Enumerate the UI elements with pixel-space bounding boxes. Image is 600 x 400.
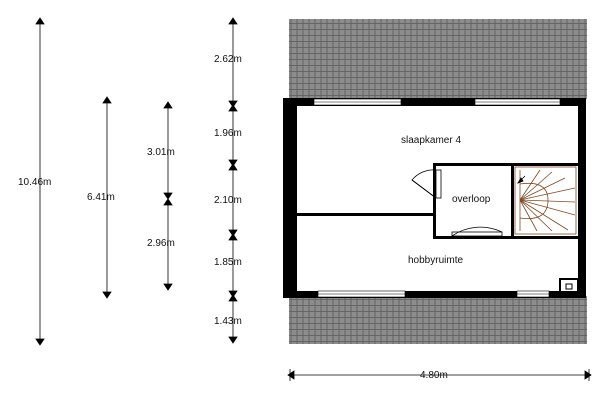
dim-slaapkamer-depth: 3.01m <box>147 147 175 158</box>
dim-roof-bottom: 1.43m <box>214 316 242 327</box>
room-label-slaapkamer: slaapkamer 4 <box>401 135 461 146</box>
room-label-hobbyruimte: hobbyruimte <box>408 255 463 266</box>
roof-top <box>289 19 587 99</box>
dim-inner-depth: 6.41m <box>87 192 115 203</box>
door-swing-icon <box>411 169 442 199</box>
dim-seg-2: 2.10m <box>214 195 242 206</box>
spiral-staircase-icon <box>514 166 577 235</box>
dim-seg-3: 1.85m <box>214 257 242 268</box>
overloop-walls <box>433 163 578 239</box>
dimension-lines <box>35 17 592 381</box>
room-label-overloop: overloop <box>452 194 491 205</box>
dim-seg-1: 1.96m <box>214 128 242 139</box>
dim-hobby-depth: 2.96m <box>147 238 175 249</box>
outer-walls <box>283 98 586 298</box>
door-swing-icon <box>451 226 503 237</box>
window-icon <box>313 98 561 106</box>
shaft-box <box>559 278 579 293</box>
dim-total-depth: 10.46m <box>18 177 51 188</box>
dim-width: 4.80m <box>420 370 448 381</box>
roof-bottom <box>289 296 587 344</box>
window-icon <box>317 290 550 298</box>
dim-roof-top: 2.62m <box>214 54 242 65</box>
interior-wall <box>296 213 435 216</box>
